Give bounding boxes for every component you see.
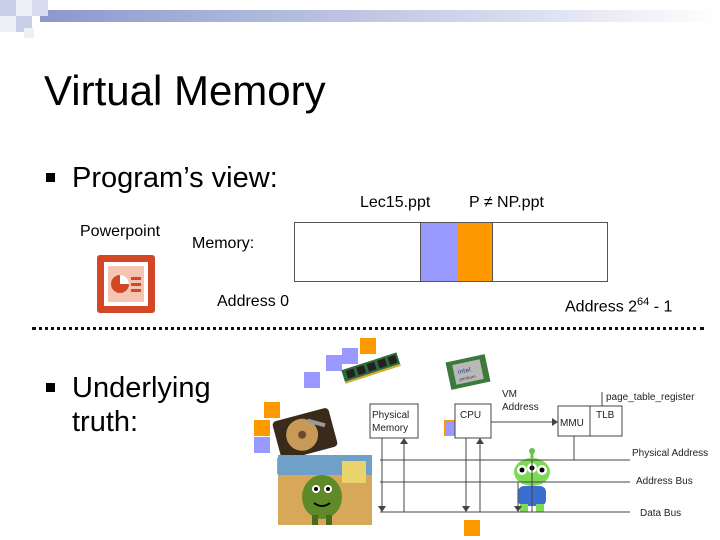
cpu-chip-icon: intel pentium	[444, 352, 492, 392]
vm-address-text: VM Address	[502, 389, 539, 413]
page-block-orange	[264, 402, 280, 418]
file-label-lec15: Lec15.ppt	[360, 194, 431, 211]
bullet-marker	[46, 173, 55, 182]
physical-address-label: Physical Address	[632, 448, 709, 459]
page-block-orange	[360, 338, 376, 354]
address-start-label: Address 0	[217, 293, 290, 310]
page-block-orange	[464, 520, 480, 536]
bullet-program-view: Program’s view:	[72, 162, 278, 194]
header-square	[0, 16, 16, 32]
hard-drive-icon	[272, 408, 338, 460]
page-block-orange	[254, 420, 270, 436]
data-bus-label: Data Bus	[640, 508, 682, 519]
physical-memory-label: Physical Memory	[372, 409, 418, 435]
bullet-marker	[46, 383, 55, 392]
hardware-diagram-lines	[369, 392, 630, 513]
powerpoint-icon	[96, 254, 156, 314]
slide-title: Virtual Memory	[44, 67, 326, 114]
address-end-label: Address 264 - 1	[565, 292, 672, 317]
address-bus-label: Address Bus	[636, 476, 693, 487]
vm-address-label: VM Address	[502, 388, 546, 414]
tlb-label: TLB	[596, 410, 615, 421]
header-square	[32, 0, 48, 16]
page-block-lavender	[254, 437, 270, 453]
address-end-exponent: 64	[637, 296, 650, 308]
header-gradient-bar	[40, 10, 720, 22]
svg-text:pentium: pentium	[459, 374, 476, 382]
svg-text:intel: intel	[457, 366, 472, 376]
physical-memory-text: Physical Memory	[372, 410, 410, 434]
powerpoint-label: Powerpoint	[80, 223, 161, 240]
address-end-tail: - 1	[649, 298, 673, 316]
lec15-block	[420, 223, 458, 281]
cartoon-character-illustration	[278, 455, 372, 525]
pnp-block	[457, 223, 493, 281]
mmu-label: MMU	[560, 418, 584, 429]
section-separator	[32, 327, 704, 330]
header-square	[16, 0, 32, 16]
header-square	[24, 28, 34, 38]
memory-label: Memory:	[192, 235, 255, 252]
address-end-base: Address 2	[565, 298, 638, 316]
hardware-block-diagram: Physical Memory CPU VM Address page_tabl…	[340, 382, 720, 534]
file-label-pnp: P ≠ NP.ppt	[469, 194, 544, 211]
ram-module-icon	[340, 352, 402, 384]
page-table-register-label: page_table_register	[606, 392, 695, 403]
page-block-lavender	[304, 372, 320, 388]
header-square	[0, 0, 16, 16]
page-block-lavender	[326, 355, 342, 371]
bullet-underlying-truth: Underlying truth:	[72, 372, 211, 438]
page-block-lavender	[342, 348, 358, 364]
cpu-label: CPU	[460, 410, 482, 421]
